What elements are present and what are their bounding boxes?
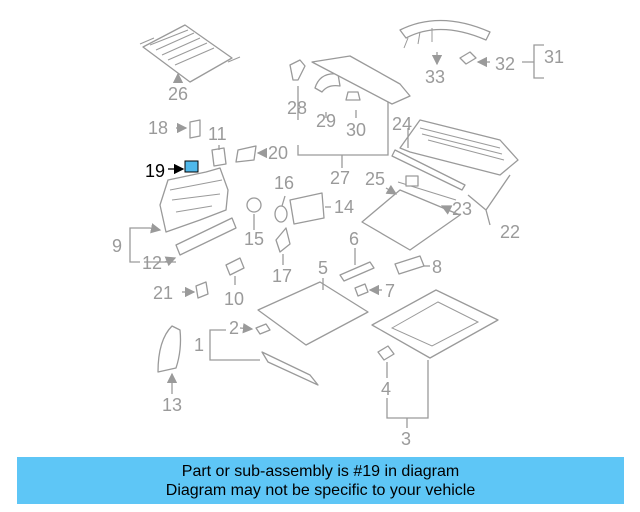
part-15-grommet	[246, 197, 262, 213]
label-4: 4	[381, 379, 391, 399]
label-29: 29	[316, 111, 336, 131]
part-8-bracket	[394, 255, 425, 275]
info-banner: Part or sub-assembly is #19 in diagram D…	[17, 457, 624, 504]
part-9-quarter-trim	[159, 167, 229, 233]
part-29-cover	[314, 73, 341, 93]
label-23: 23	[452, 199, 472, 219]
label-6: 6	[349, 229, 359, 249]
part-18-bracket	[189, 119, 201, 139]
parts-diagram: 26 31 32 33 28 29 30 27 24 22 25 23 18 1…	[112, 19, 564, 449]
part-23-clip	[405, 175, 419, 187]
part-2-clip	[255, 323, 271, 335]
label-21: 21	[153, 283, 173, 303]
part-21-clip	[195, 281, 209, 299]
label-27: 27	[330, 168, 350, 188]
label-15: 15	[244, 229, 264, 249]
label-14: 14	[334, 197, 354, 217]
label-8: 8	[432, 257, 442, 277]
part-30-plug	[345, 91, 361, 101]
part-3-cargo-tray	[371, 289, 499, 359]
part-10-hook	[225, 257, 245, 276]
label-11: 11	[208, 124, 227, 144]
label-24: 24	[392, 114, 412, 134]
label-25: 25	[365, 169, 385, 189]
label-2: 2	[229, 318, 239, 338]
part-32-clip	[459, 51, 477, 65]
label-20: 20	[268, 143, 288, 163]
label-30: 30	[346, 120, 366, 140]
label-19-highlighted: 19	[145, 161, 165, 181]
label-1: 1	[194, 335, 204, 355]
part-7-bolt	[354, 283, 369, 297]
part-5-floor-board	[257, 281, 369, 346]
part-1-sill-plate	[261, 351, 319, 386]
part-22-strip	[391, 149, 466, 191]
label-18: 18	[148, 118, 168, 138]
part-13-side-panel	[157, 325, 182, 373]
label-13: 13	[162, 395, 182, 415]
label-32: 32	[495, 54, 515, 74]
part-19-highlighted	[184, 160, 199, 173]
banner-line-2: Diagram may not be specific to your vehi…	[165, 482, 476, 499]
part-17-bracket	[275, 227, 291, 253]
part-28-clip	[289, 59, 306, 81]
part-20-cover	[235, 145, 257, 163]
part-27-rear-trim-panel	[311, 55, 411, 105]
label-33: 33	[425, 67, 445, 87]
label-5: 5	[318, 258, 328, 278]
part-25-cargo-mat	[361, 189, 461, 251]
label-22: 22	[500, 222, 520, 242]
label-16: 16	[274, 173, 294, 193]
part-6-bracket	[339, 261, 375, 282]
label-9: 9	[112, 236, 122, 256]
part-14-panel	[289, 192, 325, 225]
banner-line-1: Part or sub-assembly is #19 in diagram	[181, 463, 460, 480]
label-31: 31	[544, 47, 564, 67]
part-33-roof-trim	[399, 19, 491, 49]
part-4-plug	[377, 345, 395, 361]
label-10: 10	[224, 289, 244, 309]
part-11-hook	[211, 147, 227, 167]
part-12-lower-trim	[175, 217, 237, 256]
part-16-plug	[274, 205, 288, 223]
part-26-tonneau-cover	[139, 24, 241, 83]
part-24-rear-panel	[399, 119, 519, 176]
label-17: 17	[272, 266, 292, 286]
label-7: 7	[385, 281, 395, 301]
label-28: 28	[287, 98, 307, 118]
label-12: 12	[142, 253, 162, 273]
label-26: 26	[168, 84, 188, 104]
label-3: 3	[401, 429, 411, 449]
